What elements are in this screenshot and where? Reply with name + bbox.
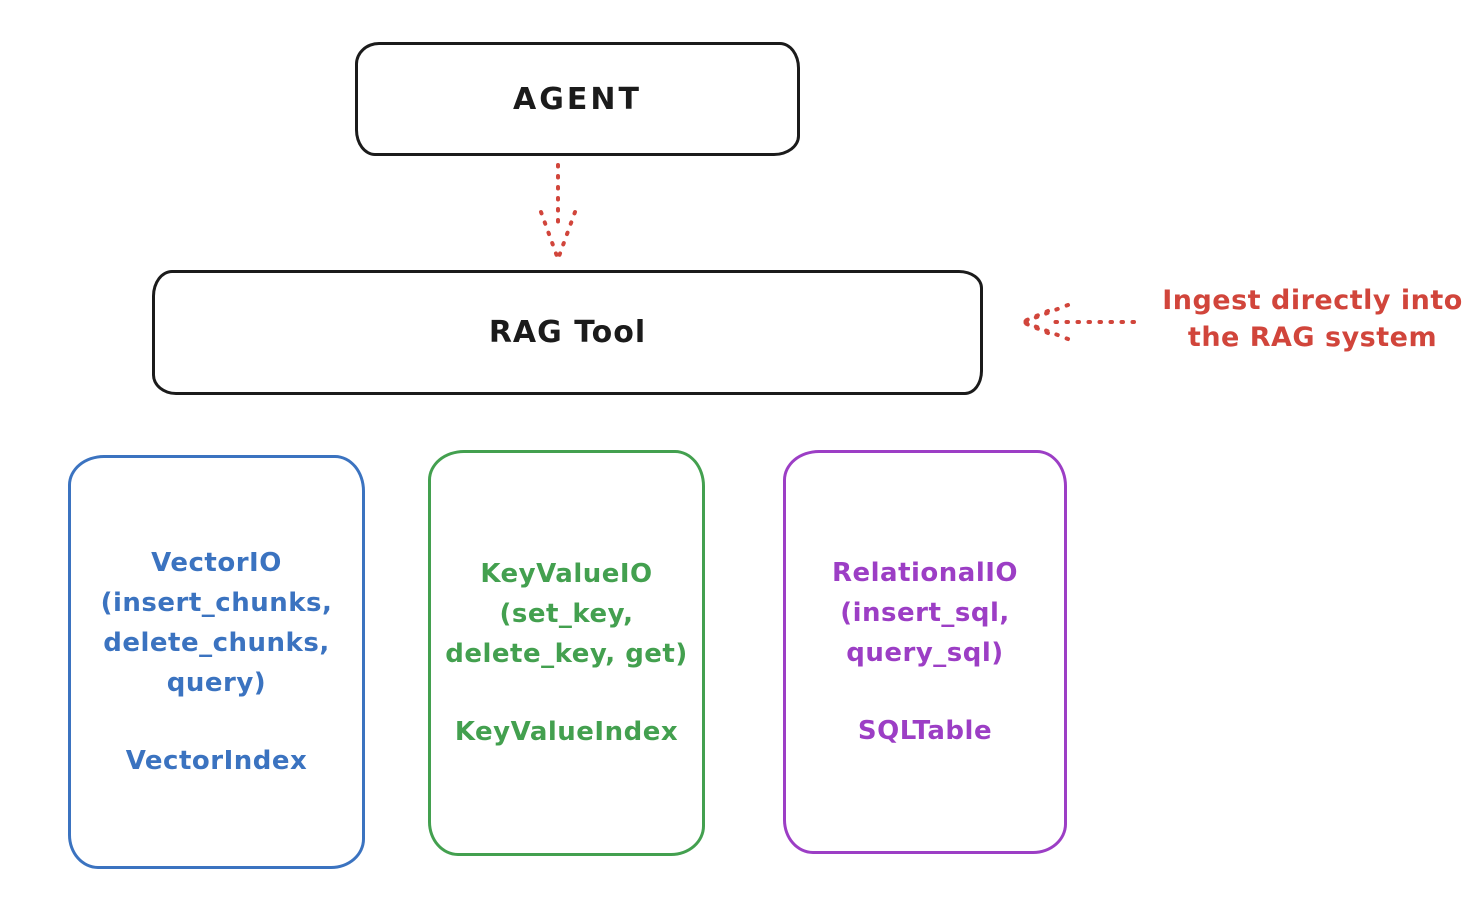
store-index-label: KeyValueIndex [454,717,679,747]
store-io-line: VectorIO [151,548,282,578]
store-io-line: RelationalIO [831,558,1019,588]
store-io-line: (insert_chunks, [100,588,333,618]
vector-store-card: VectorIO (insert_chunks, delete_chunks, … [68,455,365,869]
store-io-line: (set_key, [499,599,634,629]
arrow-head [1020,303,1070,341]
agent-to-rag-arrow [539,163,577,261]
keyvalue-store-card: KeyValueIO (set_key, delete_key, get) Ke… [428,450,705,856]
ingest-annotation: Ingest directly into the RAG system [1140,282,1484,356]
agent-label: AGENT [513,81,642,117]
store-io-line: (insert_sql, [840,598,1010,628]
store-io-line: query) [166,668,267,698]
store-io-line: delete_key, get) [445,639,688,669]
arrow-head [539,210,577,261]
agent-box: AGENT [355,42,800,156]
ingest-arrow [1020,303,1136,341]
rag-tool-label: RAG Tool [488,315,647,350]
store-io-line: query_sql) [846,638,1004,668]
store-io-line: KeyValueIO [480,559,653,589]
store-index-label: SQLTable [857,716,993,746]
relational-store-card: RelationalIO (insert_sql, query_sql) SQL… [783,450,1067,854]
store-index-label: VectorIndex [125,746,308,776]
rag-tool-box: RAG Tool [152,270,983,395]
store-io-line: delete_chunks, [103,628,330,658]
ingest-annotation-line2: the RAG system [1187,322,1438,353]
ingest-annotation-line1: Ingest directly into [1162,285,1463,316]
